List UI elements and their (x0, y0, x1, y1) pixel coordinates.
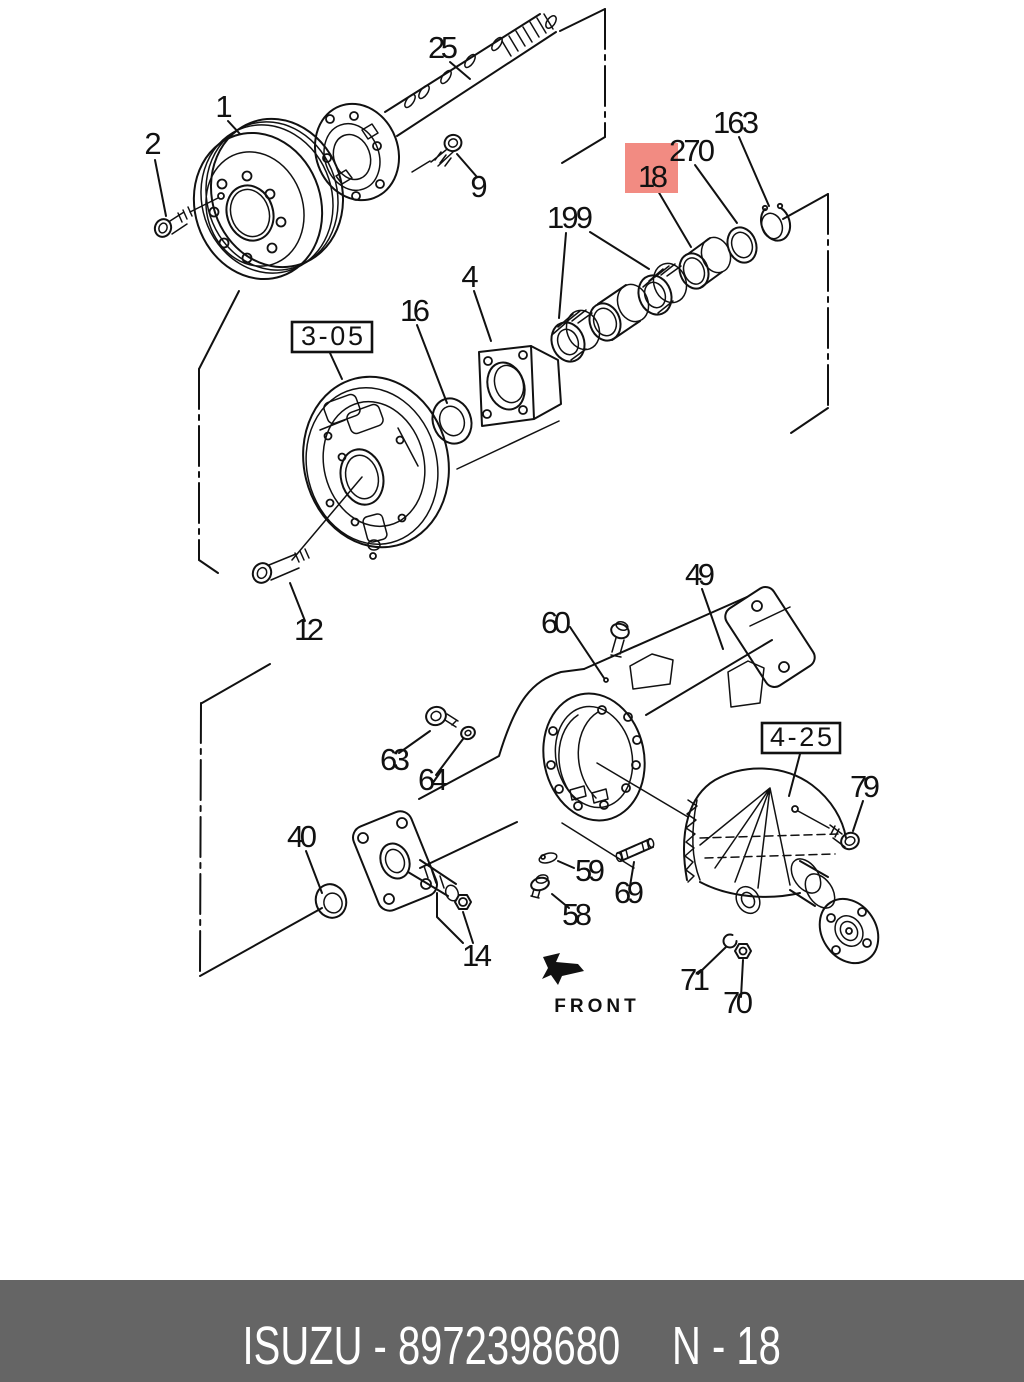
plug-58 (530, 874, 550, 899)
ref-label-4-25: 4-25 (770, 722, 832, 752)
stud-69 (615, 837, 655, 863)
footer-text: ISUZU - 8972398680 N - 18 (243, 1315, 781, 1377)
part-label-40: 40 (287, 819, 317, 854)
front-label: FRONT (554, 996, 639, 1017)
part-label-49: 49 (685, 557, 715, 592)
nut-70 (734, 943, 752, 959)
part-label-4: 4 (461, 259, 478, 294)
part-label-58: 58 (562, 897, 592, 932)
axle-end-flange (352, 810, 472, 912)
parts-diagram: 25 1 2 9 163 270 18 199 4 16 12 49 60 63… (144, 8, 880, 1020)
footer-page-ref: N - 18 (672, 1316, 782, 1376)
part-label-25: 25 (428, 30, 458, 65)
plug-63 (425, 705, 459, 728)
footer-bar: ISUZU - 8972398680 N - 18 (0, 1280, 1024, 1382)
part-label-64: 64 (418, 762, 448, 797)
breather-valve-60 (603, 620, 630, 683)
leader-lines (154, 61, 864, 998)
ref-box-4-25: 4-25 (760, 721, 842, 755)
snap-ring-71 (722, 933, 738, 949)
oil-seal-40 (314, 883, 348, 919)
front-arrow-icon (542, 953, 584, 985)
part-labels: 25 1 2 9 163 270 18 199 4 16 12 49 60 63… (144, 30, 880, 1020)
part-label-63: 63 (380, 742, 410, 777)
part-label-2: 2 (144, 126, 161, 161)
bolt-2 (153, 206, 193, 238)
ref-box-3-05: 3-05 (290, 320, 374, 354)
differential-carrier (683, 767, 880, 965)
hub-bearing-set (550, 202, 792, 363)
part-label-163: 163 (713, 105, 759, 140)
part-label-16: 16 (400, 293, 430, 328)
brake-drum (153, 117, 345, 281)
nut-14 (454, 894, 472, 910)
washer-64 (460, 725, 476, 741)
axle-housing (418, 586, 816, 899)
bolt-12 (251, 548, 310, 584)
hub-bracket (478, 345, 562, 427)
part-label-9: 9 (470, 169, 487, 204)
bolt-9 (430, 133, 463, 167)
part-label-18: 18 (638, 159, 668, 194)
zone-borders (198, 8, 829, 977)
pin-59 (538, 852, 558, 864)
bolt-79 (829, 824, 860, 851)
highlight-box-18 (625, 143, 678, 193)
ref-label-3-05: 3-05 (301, 321, 363, 351)
part-label-1: 1 (215, 89, 232, 124)
part-label-71: 71 (680, 962, 710, 997)
front-direction-arrow: FRONT (542, 953, 639, 1017)
brake-backing-plate (251, 375, 560, 584)
axle-shaft (313, 13, 557, 202)
part-label-79: 79 (850, 769, 880, 804)
part-label-12: 12 (294, 612, 324, 647)
part-label-59: 59 (575, 853, 605, 888)
part-label-69: 69 (614, 875, 644, 910)
part-label-60: 60 (541, 605, 571, 640)
footer-part-number: ISUZU - 8972398680 (242, 1316, 621, 1376)
part-label-70: 70 (723, 985, 753, 1020)
part-label-199: 199 (547, 200, 593, 235)
part-label-14: 14 (462, 938, 492, 973)
part-label-270: 270 (669, 133, 715, 168)
oil-seal-16 (431, 397, 473, 445)
